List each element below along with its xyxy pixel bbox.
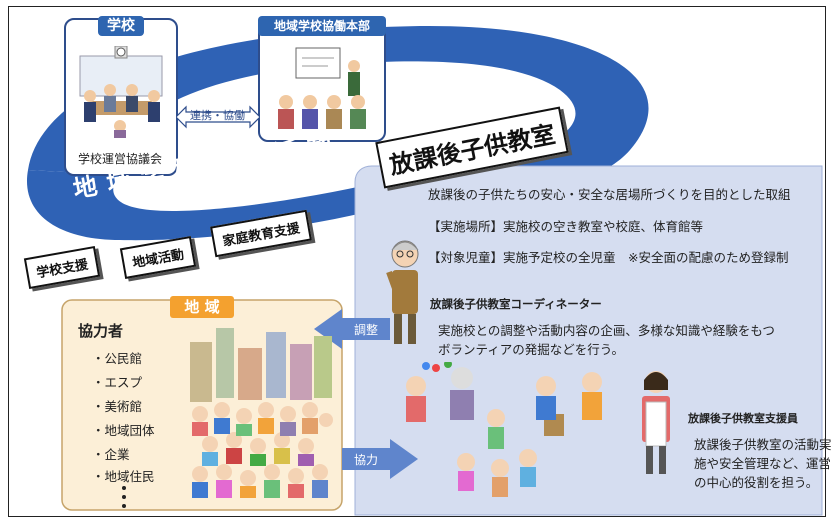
after-school-place: 【実施場所】実施校の空き教室や校庭、体育館等 bbox=[428, 219, 704, 234]
school-caption: 学校運営協議会 bbox=[78, 152, 163, 166]
cooperator-item-community-center: ・公民館 bbox=[92, 351, 143, 366]
outer-frame bbox=[8, 6, 826, 517]
hq-meeting-illustration bbox=[278, 47, 366, 129]
cooperators-heading: 協力者 bbox=[78, 322, 124, 340]
after-school-purpose: 放課後の子供たちの安心・安全な居場所づくりを目的とした取組 bbox=[428, 187, 791, 202]
school-meeting-illustration bbox=[79, 46, 163, 138]
support-staff-illustration bbox=[642, 371, 670, 474]
cooperator-item-esp: ・エスプ bbox=[92, 375, 143, 390]
staff-title: 放課後子供教室支援員 bbox=[688, 412, 798, 425]
children-activity-illustration bbox=[406, 362, 602, 497]
coordinator-desc-line1: 実施校との調整や活動内容の企画、多様な知識や経験をもつ bbox=[438, 323, 775, 338]
coordinator-desc-line2: ボランティアの発掘などを行う。 bbox=[438, 342, 625, 357]
staff-desc-line2: 施や安全管理など、運営 bbox=[694, 456, 831, 471]
school-tab: 学校 bbox=[98, 16, 144, 36]
activity-ring bbox=[26, 25, 649, 241]
link-label: 連携・協働 bbox=[190, 109, 245, 122]
school-box: 学校運営協議会 bbox=[64, 18, 178, 176]
community-tab: 地 域 bbox=[170, 296, 234, 318]
hq-tab: 地域学校協働本部 bbox=[258, 16, 386, 36]
link-double-arrow bbox=[176, 105, 260, 129]
adjust-label: 調整 bbox=[354, 323, 379, 337]
cooperate-arrow bbox=[342, 439, 418, 479]
adjust-arrow bbox=[314, 309, 390, 349]
community-crowd-illustration bbox=[190, 328, 333, 498]
cooperator-item-community-group: ・地域団体 bbox=[92, 423, 155, 438]
after-school-target: 【対象児童】実施予定校の全児童 ※安全面の配慮のため登録制 bbox=[428, 250, 789, 265]
coordinator-title: 放課後子供教室コーディネーター bbox=[430, 297, 602, 311]
after-school-panel bbox=[354, 165, 823, 516]
cooperator-item-museum: ・美術館 bbox=[92, 399, 143, 414]
hq-box bbox=[258, 18, 386, 142]
coordinator-illustration bbox=[386, 240, 419, 344]
staff-desc-line3: の中心的役割を担う。 bbox=[694, 475, 819, 490]
cooperator-item-company: ・企業 bbox=[92, 447, 130, 462]
list-continuation-dots bbox=[122, 486, 126, 508]
cooperator-item-residents: ・地域住民 bbox=[92, 469, 155, 484]
staff-desc-line1: 放課後子供教室の活動実 bbox=[694, 437, 832, 452]
cooperate-label: 協力 bbox=[354, 453, 379, 467]
